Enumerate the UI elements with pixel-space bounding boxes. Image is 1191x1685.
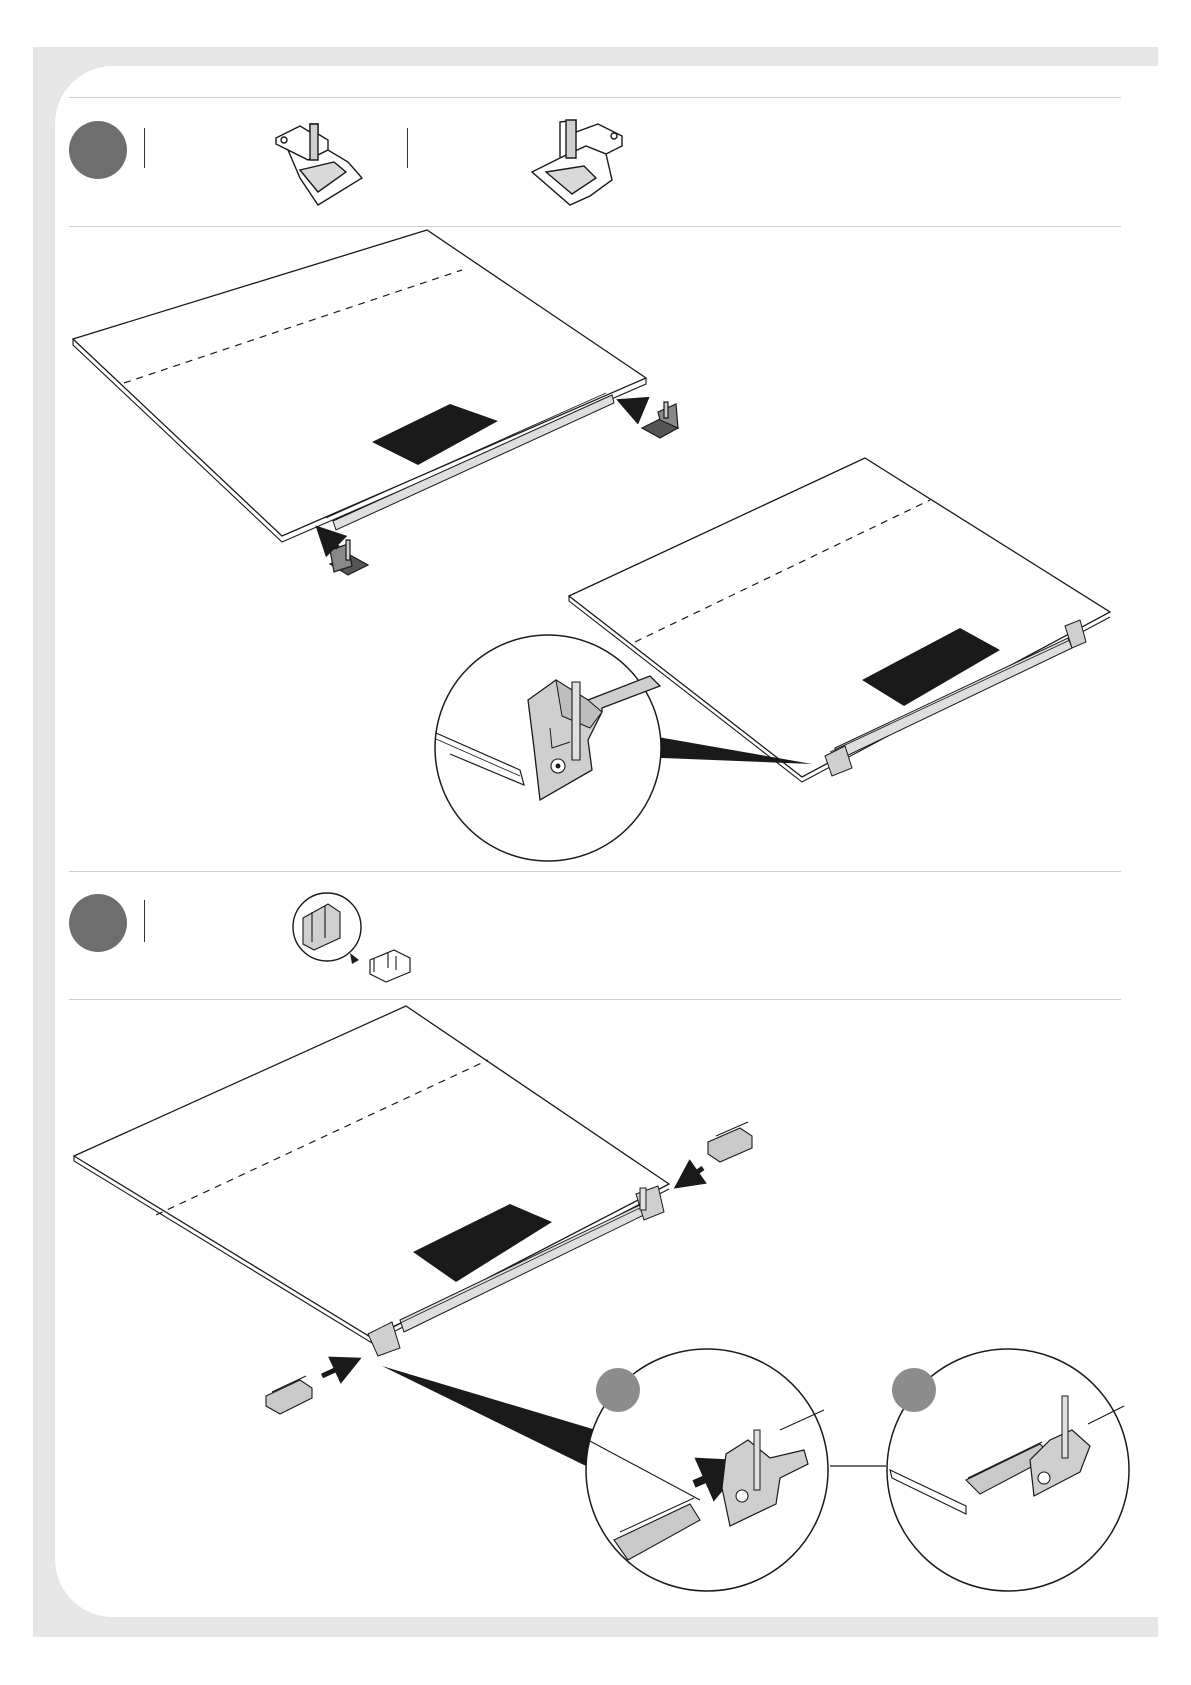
channel-connector-icon bbox=[293, 893, 410, 982]
panel-c bbox=[74, 1006, 669, 1356]
detail-2-pointer bbox=[382, 1366, 596, 1466]
connector-right bbox=[708, 1122, 752, 1162]
end-bracket-right-icon bbox=[532, 120, 622, 205]
arrow-left-clip bbox=[326, 536, 338, 548]
panel-a-clip-right bbox=[642, 402, 678, 438]
arrow-connector-right bbox=[686, 1168, 703, 1180]
panel-a bbox=[73, 230, 646, 542]
detail-2-badge bbox=[596, 1368, 640, 1412]
connector-left bbox=[266, 1376, 312, 1414]
detail-3-badge bbox=[892, 1368, 936, 1412]
arrow-right-clip bbox=[630, 405, 642, 410]
arrow-connector-left bbox=[322, 1364, 348, 1376]
detail-circle-1 bbox=[435, 635, 661, 861]
end-bracket-left-icon bbox=[276, 124, 362, 205]
